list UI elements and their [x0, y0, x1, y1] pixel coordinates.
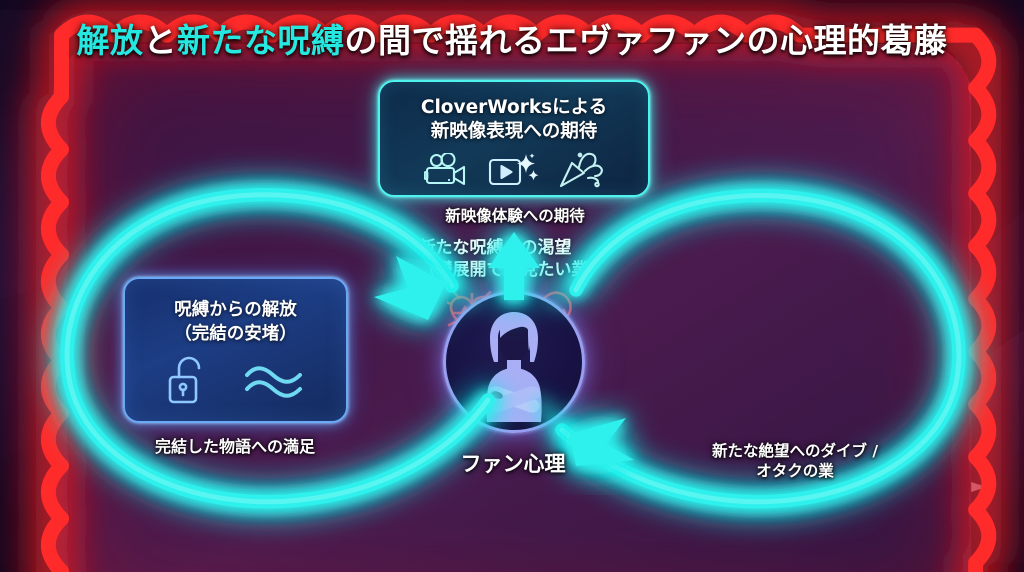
video-sparkle-icon	[488, 153, 539, 186]
unlock-icon	[168, 356, 200, 403]
caption-left: 完結した物語への満足	[154, 437, 315, 456]
card-left-icon-row	[167, 355, 305, 407]
loop-left-arrowhead	[374, 256, 446, 320]
page-title: 解放と新たな呪縛の間で揺れるエヴァファンの心理的葛藤	[0, 14, 1024, 62]
card-right-title-line1: 新たな呪縛への渇望	[418, 237, 572, 258]
center-to-top-arrow	[488, 232, 540, 300]
caption-right-line2: オタクの業	[756, 462, 834, 481]
loop-right-arrowhead	[570, 418, 634, 466]
card-top-title: CloverWorksによる 新映像表現への期待	[421, 96, 607, 145]
center-fan-psyche-avatar[interactable]	[443, 291, 585, 433]
card-left-title-line2: （完結の安堵）	[174, 323, 297, 344]
caption-top: 新映像体験への期待	[445, 207, 585, 225]
movie-camera-icon	[424, 153, 466, 186]
loop-right-arc	[555, 188, 966, 509]
party-popper-icon	[559, 153, 603, 188]
loop-left-arc	[60, 188, 495, 509]
card-top-icon-row	[424, 151, 604, 189]
card-top-title-line2: 新映像表現への期待	[430, 121, 598, 142]
card-left-title: 呪縛からの解放 （完結の安堵）	[174, 299, 297, 345]
card-left-title-line1: 呪縛からの解放	[174, 300, 297, 321]
wave-icon	[244, 365, 302, 398]
caption-right: 新たな絶望へのダイブ / オタクの業	[655, 441, 935, 481]
caption-right-line1: 新たな絶望へのダイブ /	[711, 442, 879, 460]
person-crossed-arms-icon	[486, 312, 542, 422]
card-release-from-curse[interactable]: 呪縛からの解放 （完結の安堵）	[123, 277, 348, 423]
card-new-visual-expression[interactable]: CloverWorksによる 新映像表現への期待	[378, 80, 650, 197]
title-segment-3: 新たな呪縛	[177, 21, 345, 60]
title-segment-2: と	[143, 21, 177, 60]
title-segment-4: の間で揺れるエヴァファンの心理的葛藤	[344, 21, 948, 60]
title-segment-1: 解放	[76, 21, 144, 60]
card-top-title-line1: CloverWorksによる	[420, 96, 608, 118]
center-label: ファン心理	[460, 452, 566, 476]
